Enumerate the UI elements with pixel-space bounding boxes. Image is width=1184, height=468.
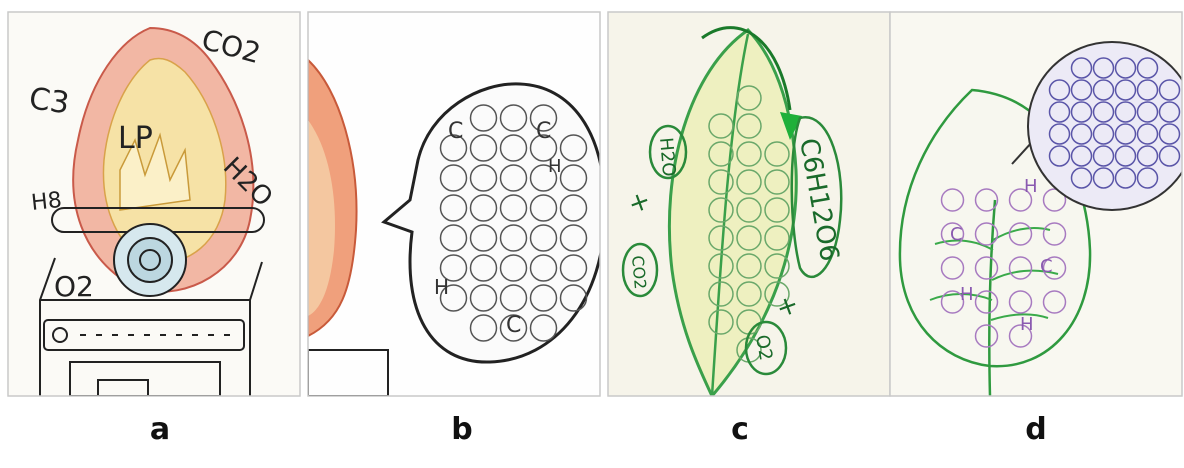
atom-label-h: H [434, 275, 449, 299]
label-o2: O2 [751, 333, 776, 362]
label-h2o: H2O [655, 137, 679, 178]
atom-label-h: H [960, 284, 974, 305]
panel-b: C H H C C [308, 12, 605, 396]
label-c3: C3 [27, 81, 72, 121]
caption-d: d [1006, 412, 1066, 447]
label-co2: CO2 [628, 255, 650, 290]
atom-label-c: C [536, 119, 551, 144]
atom-label-c: C [1040, 256, 1053, 277]
atom-label-c: C [506, 313, 521, 338]
label-lp: LP [118, 121, 153, 156]
atom-label-c: C [950, 224, 963, 245]
atom-label-h: H [548, 156, 562, 177]
panel-c: C6H12O6 H2O + CO2 + O2 [608, 12, 890, 396]
caption-a: a [130, 412, 190, 447]
label-h8: H8 [30, 188, 63, 216]
molecule-zoom [1028, 42, 1184, 210]
atom-label-h: H [1020, 314, 1034, 335]
panel-a: C3 CO2 LP H2O H8 O2 [8, 12, 300, 396]
caption-b: b [432, 412, 492, 447]
panel-d: C H C H H [890, 12, 1184, 396]
caption-c: c [710, 412, 770, 447]
atom-label-c: C [448, 119, 463, 144]
atom-label-h: H [1024, 176, 1038, 197]
label-o2: O2 [54, 270, 94, 303]
